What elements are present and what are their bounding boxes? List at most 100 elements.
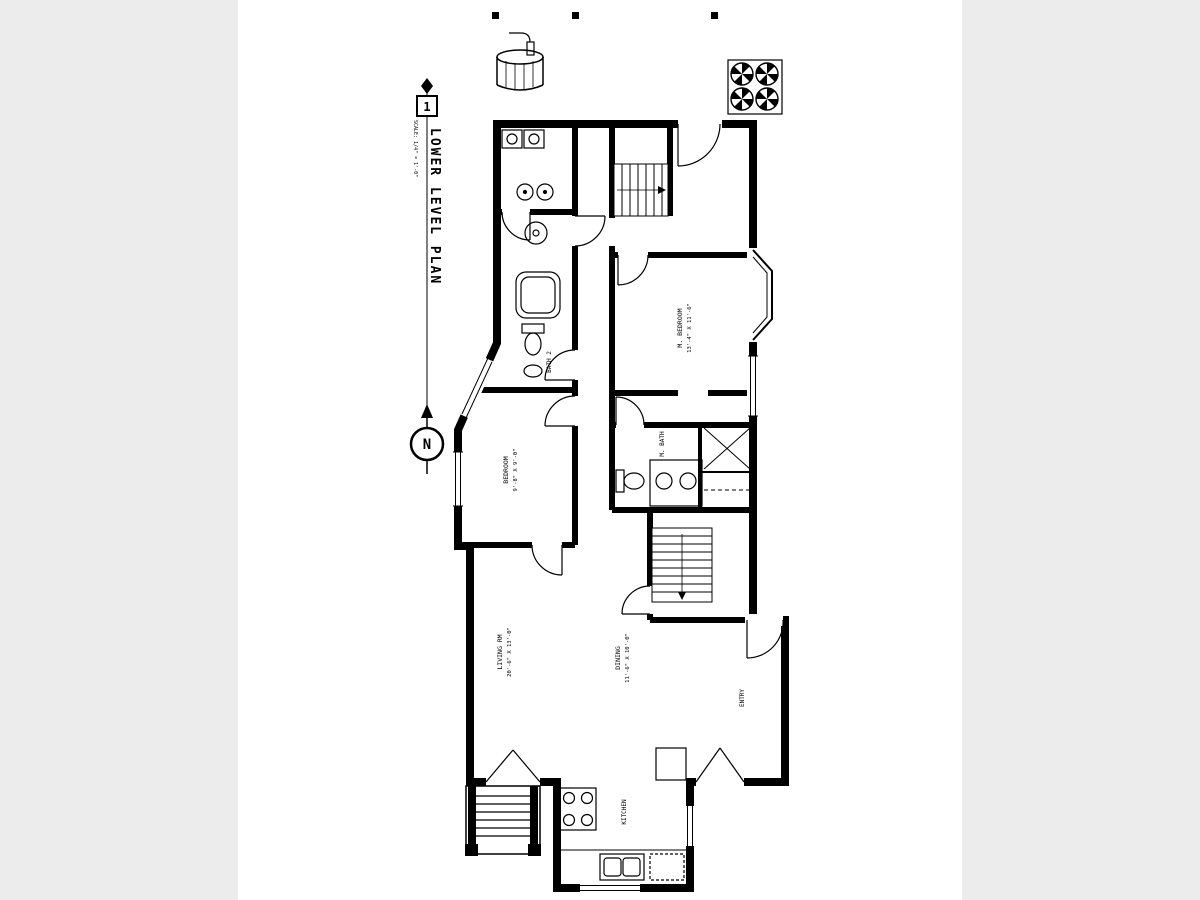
north-arrowhead-icon [421, 404, 433, 418]
deck [465, 785, 541, 856]
deck-rail [468, 786, 476, 846]
door-swing [746, 619, 784, 659]
room-dims-dining: 11'-6" X 10'-0" [625, 633, 631, 683]
mbath-fixtures [615, 427, 751, 507]
door-swing [544, 349, 576, 381]
deck-door-leaf [485, 749, 514, 783]
vanity-counter [649, 459, 703, 507]
door-swing [621, 585, 651, 615]
stair-arrow-icon [658, 186, 666, 194]
sink-icon [679, 472, 697, 490]
room-label-m-bath: M. BATH [659, 431, 666, 457]
door-swing [677, 123, 721, 167]
room-label-bedroom: BEDROOM [502, 456, 510, 483]
stair-arrow-icon [678, 592, 686, 600]
bathtub-inner [520, 276, 556, 314]
door-swing [574, 215, 606, 247]
fan-icon [755, 87, 779, 111]
windows [453, 355, 758, 891]
door-swing [544, 395, 576, 427]
room-dims-bedroom: 9'-8" X 9'-0" [513, 448, 519, 491]
dryer-icon [523, 129, 545, 149]
dishwasher-icon [649, 853, 685, 881]
floor-plan: M. BEDROOM 13'-4" X 11'-6" BEDROOM 9'-8"… [452, 118, 789, 894]
room-label-living: LIVING RM [496, 634, 504, 669]
wall-openings [452, 118, 783, 894]
door-swing [531, 544, 563, 576]
laundry-sink-icon [516, 183, 534, 201]
registration-mark [711, 12, 718, 19]
deck-post [465, 844, 478, 856]
sheet-number: 1 [423, 100, 430, 114]
sink-bowl [622, 857, 641, 877]
tank-pipe [509, 32, 531, 43]
burner-icon [580, 791, 594, 805]
room-label-dining: DINING [614, 646, 622, 670]
exterior-wall [454, 120, 789, 892]
sink-bowl [603, 857, 622, 877]
page-margin-right [962, 0, 1200, 900]
bathtub-icon [515, 271, 561, 319]
tank-top [496, 49, 544, 65]
room-label-bath2: BATH 2 [546, 351, 553, 373]
refrigerator-icon [655, 747, 687, 781]
burner-icon [562, 813, 576, 827]
interior-walls [470, 124, 756, 623]
toilet-icon [524, 332, 542, 356]
laundry-sink-drain [522, 189, 528, 195]
sheet-number-box [416, 95, 438, 117]
deck-rail [530, 786, 538, 846]
door-swing [615, 396, 645, 426]
registration-mark [492, 12, 499, 19]
kitchen-sink-icon [599, 853, 645, 881]
door-swing [617, 254, 649, 286]
page-margin-left [0, 0, 238, 900]
title-marker-diamond [421, 78, 433, 94]
laundry-fixtures [501, 129, 554, 245]
water-tank-icon [496, 32, 544, 91]
fan-icon [730, 62, 754, 86]
room-labels: M. BEDROOM 13'-4" X 11'-6" BEDROOM 9'-8"… [496, 303, 746, 824]
drawing-title: LOWER LEVEL PLAN [427, 128, 442, 285]
scale-note: SCALE: 1/4" = 1'-0" [412, 120, 418, 177]
room-label-kitchen: KITCHEN [621, 799, 628, 825]
fan-icon [730, 87, 754, 111]
kitchen-fixtures [559, 747, 688, 881]
north-circle [409, 426, 445, 462]
entry-door-leaf [719, 747, 745, 783]
bath2-fixtures [515, 271, 561, 378]
north-label: N [423, 437, 431, 453]
bay-window [752, 249, 773, 341]
laundry-sink-drain [542, 189, 548, 195]
tank-fitting [526, 41, 535, 56]
closet-x [703, 427, 751, 470]
room-dims-m-bedroom: 13'-4" X 11'-6" [687, 303, 693, 353]
registration-mark [572, 12, 579, 19]
laundry-sink-icon [536, 183, 554, 201]
doors [485, 123, 784, 783]
deck-door-leaf [512, 749, 541, 783]
fan-icon [755, 62, 779, 86]
toilet-tank [615, 469, 625, 493]
washer-drum [506, 133, 518, 145]
window-glazing [461, 357, 489, 415]
entry-door-leaf [695, 747, 721, 783]
deck-post [528, 844, 541, 856]
opening [458, 357, 496, 419]
toilet-icon [623, 472, 645, 490]
room-label-m-bedroom: M. BEDROOM [676, 308, 684, 347]
exhaust-fans-icon [727, 59, 783, 115]
dryer-drum [528, 133, 540, 145]
sink-icon [655, 472, 673, 490]
toilet-tank [521, 323, 545, 334]
room-dims-living: 20'-6" X 13'-0" [507, 627, 513, 677]
sink-icon [523, 364, 543, 378]
door-swing [501, 211, 531, 241]
north-arrow: N [409, 404, 445, 474]
bay-window-glazing [752, 256, 768, 334]
burner-icon [580, 813, 594, 827]
burner-icon [562, 791, 576, 805]
stairs-upper [613, 163, 669, 217]
